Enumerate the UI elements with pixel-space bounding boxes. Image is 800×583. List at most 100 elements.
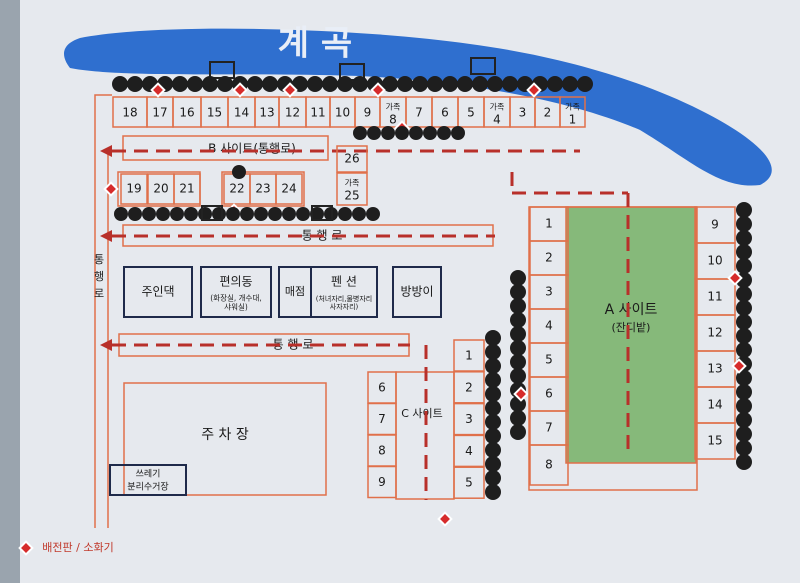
tree-b-row (310, 207, 324, 221)
site-a-left-7 (529, 444, 569, 486)
site-b-row-0 (120, 173, 148, 205)
site-top-17 (559, 96, 586, 128)
site-a-right-label-2: 11 (707, 290, 722, 304)
site-b-26 (336, 145, 368, 173)
marker-top-2 (282, 82, 298, 98)
site-top-label-16: 2 (544, 106, 552, 120)
tree-mid (381, 126, 395, 140)
tree-c-col (485, 428, 501, 444)
tree-top (502, 76, 518, 92)
tree-top (577, 76, 593, 92)
site-a-left-label-6: 7 (545, 421, 553, 435)
tree-a-col (736, 398, 752, 414)
tree-top (112, 76, 128, 92)
site-top-label-11: 7 (415, 106, 423, 120)
site-a-right-label-6: 15 (707, 434, 722, 448)
tree-top (442, 76, 458, 92)
tree-a-col (736, 244, 752, 260)
building-facility-sub: (화장실, 개수대,샤워실) (210, 293, 261, 312)
tree-c-col (485, 344, 501, 360)
tree-top (457, 76, 473, 92)
marker-a-1 (727, 270, 743, 286)
tree-c-col (485, 400, 501, 416)
building-facility (200, 266, 272, 318)
tree-mid (423, 126, 437, 140)
tree-a-col (736, 370, 752, 386)
tree-b-row (212, 207, 226, 221)
tree-top (352, 76, 368, 92)
tree-c2-col (510, 312, 526, 328)
marker-c-bottom (437, 511, 453, 527)
site-a-left-label-0: 1 (545, 217, 553, 231)
bridge-1 (339, 63, 365, 81)
parking-label: 주 차 장 (201, 427, 249, 443)
tree-top (337, 76, 353, 92)
site-b-row-label-5: 24 (281, 182, 296, 196)
tree-top (412, 76, 428, 92)
tree-c-col (485, 456, 501, 472)
tree-a-col (736, 440, 752, 456)
tree-c-col (485, 442, 501, 458)
tree-a-col (736, 328, 752, 344)
tree-b-row (240, 207, 254, 221)
bridge-2 (470, 57, 496, 75)
site-b-26-label: 26 (344, 152, 359, 166)
tree-b-row (156, 207, 170, 221)
a-site-title: A 사이트 (605, 302, 658, 318)
tree-mid (437, 126, 451, 140)
site-top-label-14-num: 4 (493, 113, 501, 127)
marker-top-3 (370, 82, 386, 98)
stream-water (64, 28, 772, 186)
tree-a-col (736, 286, 752, 302)
tree-a-col (736, 454, 752, 470)
site-top-label-3: 15 (207, 106, 222, 120)
tree-top (202, 76, 218, 92)
site-c-left-label-1: 7 (378, 412, 386, 426)
tree-c-col (485, 330, 501, 346)
site-b-row-label-0: 19 (126, 182, 141, 196)
tree-b-row (128, 207, 142, 221)
site-a-right-6 (694, 422, 736, 460)
site-c-right-0 (453, 339, 485, 372)
b-site-label: B 사이트(통행로) (208, 141, 296, 156)
site-a-left-label-1: 2 (545, 251, 553, 265)
tree-top (382, 76, 398, 92)
building-room (392, 266, 442, 318)
tree-a-col (736, 314, 752, 330)
tree-mid (353, 126, 367, 140)
tree-c2-col (510, 410, 526, 426)
tree-c2-col (510, 340, 526, 356)
legend-marker (18, 540, 34, 556)
a-site-sub: (잔디밭) (612, 321, 651, 334)
tree-a-col (736, 384, 752, 400)
tree-c2-col (510, 326, 526, 342)
tree-b-row (268, 207, 282, 221)
parking-area (123, 382, 327, 496)
tree-c-col (485, 470, 501, 486)
road-2-arrow (100, 339, 112, 351)
site-c-right-2 (453, 402, 485, 436)
site-b-row-label-3: 22 (229, 182, 244, 196)
site-a-right-label-0: 9 (711, 218, 719, 232)
site-a-right-label-1: 10 (707, 254, 722, 268)
tree-b-row (114, 207, 128, 221)
road-vertical-1: 통 (94, 253, 104, 266)
trash-station (109, 464, 187, 496)
tree-c2-col (510, 284, 526, 300)
tree-mid (409, 126, 423, 140)
tree-c2-col (510, 424, 526, 440)
site-a-right-label-5: 14 (707, 398, 722, 412)
tree-c2-col (510, 368, 526, 384)
tree-a-col (736, 342, 752, 358)
tree-mid (367, 126, 381, 140)
building-room-label: 방방이 (400, 285, 433, 299)
tree-b (232, 165, 246, 179)
legend-label: 배전판 / 소화기 (42, 541, 113, 554)
tree-b-row (254, 207, 268, 221)
site-b-25-label-num: 25 (344, 189, 359, 203)
site-c-right-label-3: 4 (465, 444, 473, 458)
tree-top (217, 76, 233, 92)
site-c-right-4 (453, 466, 485, 499)
